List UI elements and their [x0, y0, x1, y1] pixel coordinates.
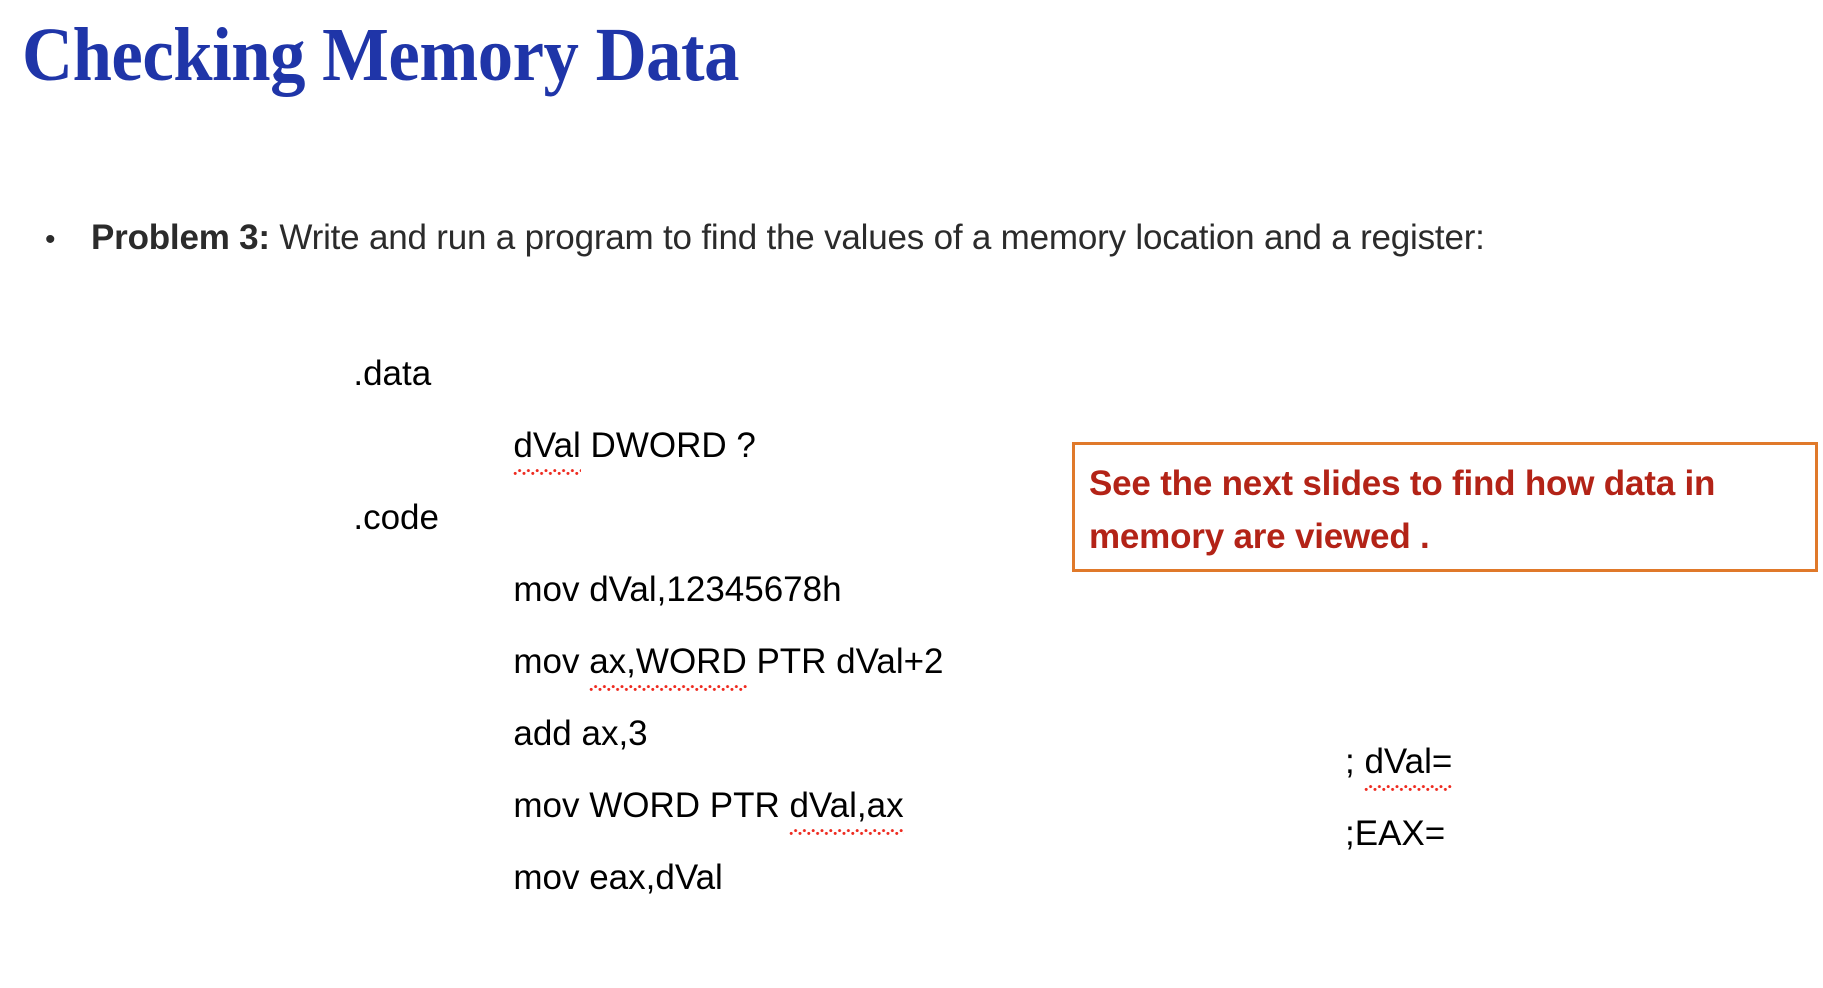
spellcheck-underline: dVal,ax [789, 784, 904, 835]
bullet-lead-label: Problem 3: [91, 218, 270, 257]
bullet-item-text: Problem 3: Write and run a program to fi… [91, 216, 1485, 260]
code-line-mov-dval: mov dVal,12345678h [455, 524, 842, 656]
code-line-code-directive: .code [295, 452, 439, 584]
page-title: Checking Memory Data [22, 13, 740, 97]
code-text: PTR dVal+2 [746, 642, 944, 681]
slide-canvas: Checking Memory Data • Problem 3: Write … [22, 13, 1818, 923]
code-line-add-ax: add ax,3 [455, 668, 648, 800]
code-text: mov eax,dVal [513, 858, 723, 897]
code-text: .data [353, 354, 432, 393]
code-text: .code [353, 498, 439, 537]
callout-box: See the next slides to find how data in … [1072, 442, 1818, 572]
comment-prefix: ; [1345, 742, 1365, 781]
bullet-body-text: Write and run a program to find the valu… [269, 218, 1485, 257]
code-line-dval-declaration: dVal DWORD ? [455, 380, 756, 519]
code-comment-eax: ;EAX= [1345, 814, 1446, 853]
code-line-mov-ax-word-ptr: mov ax,WORD PTR dVal+2 [455, 596, 944, 735]
code-text: mov dVal,12345678h [513, 570, 842, 609]
spellcheck-underline: ax,WORD [589, 640, 747, 691]
code-text: mov [513, 642, 590, 681]
bullet-list-item: • Problem 3: Write and run a program to … [45, 216, 1485, 262]
spellcheck-underline: dVal= [1364, 740, 1453, 791]
code-line-mov-eax-dval: mov eax,dVal ;EAX= [455, 812, 1445, 988]
code-line-data-directive: .data [295, 308, 431, 440]
code-line-mov-word-ptr-dval: mov WORD PTR dVal,ax ; dVal= [455, 740, 1453, 923]
code-text: mov WORD PTR [513, 786, 790, 825]
bullet-marker-icon: • [45, 223, 56, 256]
code-text: add ax,3 [513, 714, 648, 753]
callout-text: See the next slides to find how data in … [1089, 464, 1716, 556]
spellcheck-underline: dVal [513, 424, 581, 475]
code-text: DWORD ? [580, 426, 756, 465]
code-comment-dval: ; dVal= [1345, 740, 1453, 791]
